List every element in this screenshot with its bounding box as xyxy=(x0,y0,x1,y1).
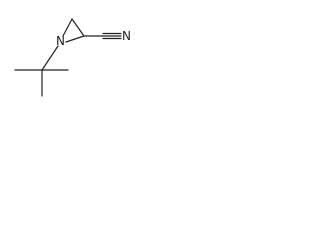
ring-bond-n-ch xyxy=(65,35,85,43)
nitrogen-atom-label: N xyxy=(56,34,65,48)
ring-bond-n-ch2 xyxy=(62,18,73,37)
molecule-structure: N N xyxy=(14,18,131,97)
nitrile-nitrogen-atom-label: N xyxy=(122,29,131,43)
ring-bond-ch2-ch xyxy=(71,18,85,37)
bond-n-tbutyl xyxy=(41,45,59,71)
